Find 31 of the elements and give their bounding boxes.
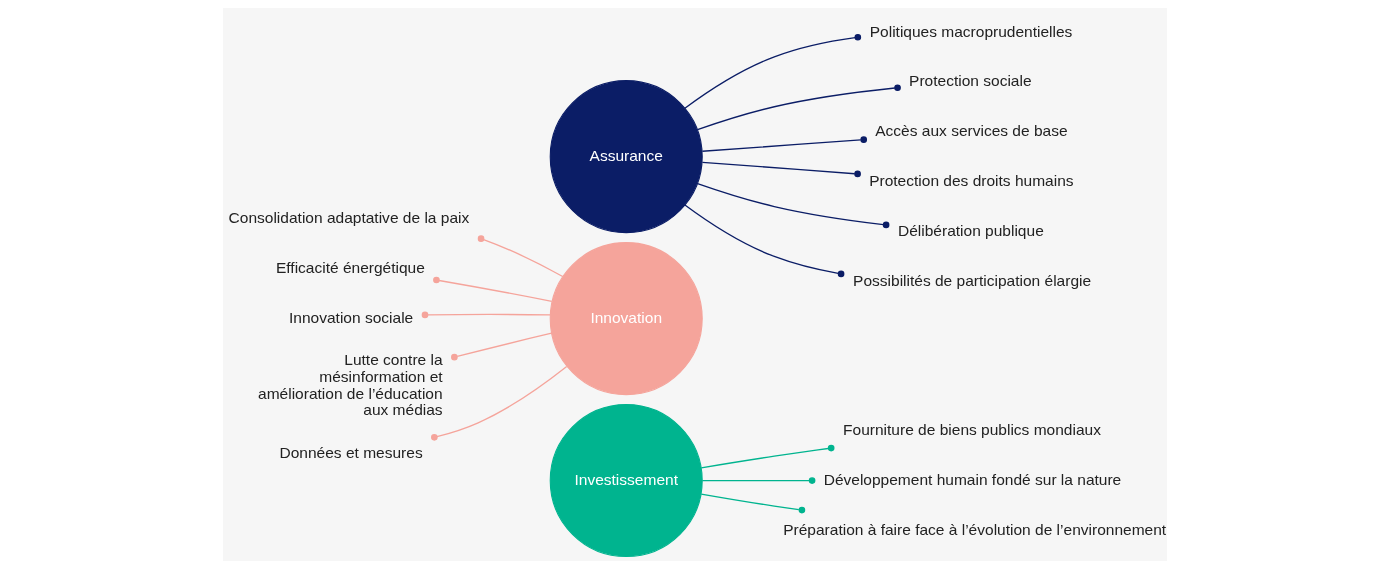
connector <box>433 276 553 303</box>
node-text: Préparation à faire face à l’évolution de l’environnement <box>783 520 1167 538</box>
node-text: Protection des droits humains <box>869 172 1074 190</box>
node-text: Lutte contre la mésinformation et amélioration de l’éducation aux médias <box>258 351 443 419</box>
connector <box>696 84 901 131</box>
connector <box>701 161 861 178</box>
connector <box>477 235 564 278</box>
node-text: Consolidation adaptative de la paix <box>228 208 470 226</box>
node-text: Innovation sociale <box>289 308 414 326</box>
node-text: Protection sociale <box>909 72 1032 90</box>
connector <box>431 365 568 441</box>
node-text: Développement humain fondé sur la nature <box>823 470 1122 488</box>
node-circle: Assurance <box>549 80 703 234</box>
node-circle: Innovation <box>549 242 703 396</box>
connector <box>696 182 890 229</box>
connector <box>451 332 553 361</box>
node-text: Données et mesures <box>279 444 423 462</box>
connector <box>700 444 835 469</box>
connector <box>701 136 868 152</box>
connector <box>684 33 862 109</box>
node-text: Politiques macroprudentielles <box>869 22 1073 40</box>
connector <box>701 477 816 484</box>
connector <box>684 204 845 278</box>
connector <box>700 493 806 514</box>
node-text: Accès aux services de base <box>875 122 1068 140</box>
node-text: Délibération publique <box>898 222 1044 240</box>
node-circle: Investissement <box>549 404 703 558</box>
connector <box>421 311 551 319</box>
node-text: Possibilités de participation élargie <box>853 272 1092 290</box>
node-text: Efficacité énergétique <box>275 258 425 276</box>
node-text: Fourniture de biens publics mondiaux <box>843 420 1101 438</box>
